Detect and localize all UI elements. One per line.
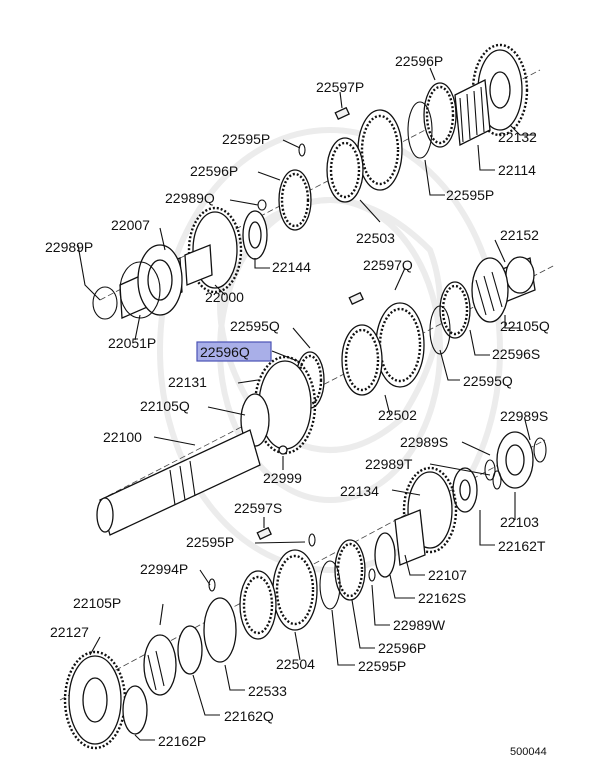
label-22504[interactable]: 22504 — [276, 656, 315, 672]
bearing-22105Q-a[interactable] — [471, 257, 509, 323]
label-22596P-top[interactable]: 22596P — [395, 53, 443, 69]
label-22051P[interactable]: 22051P — [108, 335, 156, 351]
label-22503[interactable]: 22503 — [356, 230, 395, 246]
ball-22999[interactable] — [278, 445, 288, 455]
label-22989T[interactable]: 22989T — [365, 456, 413, 472]
snap-ring-22595P-d[interactable] — [319, 560, 341, 610]
snap-ring-22595Q-b[interactable] — [429, 305, 451, 355]
label-22595P-c[interactable]: 22595P — [186, 534, 234, 550]
label-22596P-b[interactable]: 22596P — [190, 163, 238, 179]
spacer-22162S[interactable] — [374, 532, 396, 578]
label-22989S-a[interactable]: 22989S — [500, 408, 548, 424]
label-22595P-d[interactable]: 22595P — [358, 658, 406, 674]
snap-ring-22989W[interactable] — [368, 568, 376, 582]
bearing-22114[interactable] — [454, 78, 491, 147]
label-22162T[interactable]: 22162T — [498, 538, 546, 554]
label-22596S[interactable]: 22596S — [492, 346, 540, 362]
snap-ring-22595P-a[interactable] — [298, 143, 306, 157]
snap-ring-22989P[interactable] — [92, 286, 118, 320]
snap-ring-22989S[interactable] — [484, 437, 547, 481]
spacer-22162T[interactable] — [452, 467, 478, 513]
label-22114[interactable]: 22114 — [498, 162, 536, 178]
clip-22989Q[interactable] — [257, 199, 267, 211]
label-22595Q-b[interactable]: 22595Q — [463, 373, 513, 389]
label-22989W[interactable]: 22989W — [393, 617, 446, 633]
label-22134[interactable]: 22134 — [340, 483, 379, 499]
snap-ring-22595P-b[interactable] — [407, 101, 433, 159]
label-22103[interactable]: 22103 — [500, 514, 539, 530]
gear-22127[interactable] — [63, 650, 127, 750]
bearing-22103[interactable] — [496, 431, 534, 489]
sync-assembly-22504[interactable] — [239, 549, 318, 640]
snap-ring-22051P[interactable] — [119, 261, 161, 319]
ring-22596P-b[interactable] — [278, 169, 312, 231]
label-22595P-b[interactable]: 22595P — [446, 187, 494, 203]
label-22162P[interactable]: 22162P — [158, 733, 206, 749]
key-22597S[interactable] — [256, 526, 272, 541]
label-22105Q-a[interactable]: 22105Q — [500, 318, 550, 334]
part-labels: 22596P 22597P 22132 22595P 22114 22596P … — [45, 53, 550, 758]
snap-ring-22994P[interactable] — [208, 578, 216, 592]
label-22502[interactable]: 22502 — [378, 407, 417, 423]
main-shaft-22100[interactable] — [96, 429, 261, 536]
label-22107[interactable]: 22107 — [428, 567, 467, 583]
bearing-22105P[interactable] — [143, 634, 177, 696]
top-gear-22132[interactable] — [471, 43, 529, 137]
label-22127[interactable]: 22127 — [50, 624, 89, 640]
snap-ring-22989T[interactable] — [492, 470, 502, 490]
highlight-22596Q — [196, 341, 272, 362]
key-22597Q[interactable] — [348, 291, 364, 306]
label-22595P-a[interactable]: 22595P — [222, 131, 270, 147]
label-22595Q-a[interactable]: 22595Q — [230, 318, 280, 334]
label-22131[interactable]: 22131 — [168, 374, 207, 390]
label-22597P[interactable]: 22597P — [316, 79, 364, 95]
ring-22596P-top[interactable] — [423, 82, 457, 148]
label-22132[interactable]: 22132 — [498, 129, 537, 145]
label-22105Q-b[interactable]: 22105Q — [140, 398, 190, 414]
label-22597S[interactable]: 22597S — [234, 500, 282, 516]
label-22999[interactable]: 22999 — [263, 470, 302, 486]
label-22000[interactable]: 22000 — [205, 289, 244, 305]
bearing-22107[interactable] — [394, 509, 426, 566]
spacer-22162P[interactable] — [122, 685, 148, 735]
label-22596Q[interactable]: 22596Q — [200, 344, 250, 360]
sync-assembly-22502[interactable] — [341, 302, 425, 396]
leader-lines — [77, 67, 535, 741]
label-22162S[interactable]: 22162S — [418, 590, 466, 606]
ring-22596S[interactable] — [439, 281, 471, 339]
sync-assembly-22503[interactable] — [326, 109, 403, 203]
label-22989Q[interactable]: 22989Q — [165, 190, 215, 206]
spacer-22162Q[interactable] — [177, 625, 203, 675]
label-22162Q[interactable]: 22162Q — [224, 708, 274, 724]
label-22989S-b[interactable]: 22989S — [400, 434, 448, 450]
label-22994P[interactable]: 22994P — [140, 561, 188, 577]
bearing-22007[interactable] — [137, 244, 183, 316]
label-22007[interactable]: 22007 — [111, 217, 150, 233]
label-22989P[interactable]: 22989P — [45, 239, 93, 255]
label-22596P-c[interactable]: 22596P — [378, 640, 426, 656]
snap-ring-22595P-c[interactable] — [308, 533, 316, 547]
label-22100[interactable]: 22100 — [103, 429, 142, 445]
key-22597P[interactable] — [334, 106, 350, 121]
ring-22533[interactable] — [203, 597, 237, 663]
label-22152[interactable]: 22152 — [500, 227, 539, 243]
label-22144[interactable]: 22144 — [272, 259, 311, 275]
figure-code: 500044 — [510, 746, 547, 758]
needle-bearing-22144[interactable] — [242, 210, 268, 260]
label-22533[interactable]: 22533 — [248, 683, 287, 699]
label-22597Q[interactable]: 22597Q — [363, 257, 413, 273]
label-22105P[interactable]: 22105P — [73, 595, 121, 611]
